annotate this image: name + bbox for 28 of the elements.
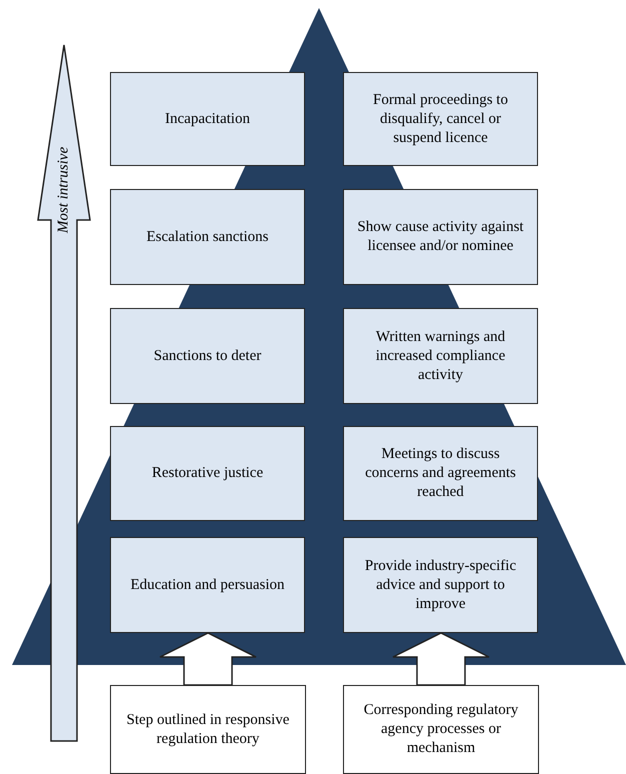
box-text: Step outlined in responsive regulation theory <box>126 710 290 748</box>
text-box <box>110 426 305 521</box>
pyramid-shape <box>12 8 626 665</box>
text-box <box>110 537 305 633</box>
text-box <box>343 189 538 285</box>
text-box <box>343 685 539 774</box>
box-text: Sanctions to deter <box>154 346 262 366</box>
block-arrow <box>392 632 490 686</box>
box-text: Escalation sanctions <box>146 228 269 246</box>
box-text: Show cause activity against licensee and/or nominee <box>356 218 525 256</box>
text-box <box>343 426 538 521</box>
text-box <box>343 308 538 404</box>
box-text: Meetings to discuss concerns and agreements reached <box>364 445 517 502</box>
box-text: Provide industry-specific advice and support to improve <box>364 556 518 614</box>
arrow-label: Most intrusive <box>56 146 72 234</box>
box-text: Incapacitation <box>165 110 250 128</box>
text-box <box>110 189 305 285</box>
box-text: Education and persuasion <box>130 576 285 594</box>
box-text: Corresponding regulatory agency processes or mechanism <box>362 701 520 758</box>
text-box <box>343 72 538 166</box>
text-box <box>110 72 305 166</box>
box-text: Formal proceedings to disqualify, cancel or suspend licence <box>372 90 509 148</box>
box-text: Written warnings and increased compliance activity <box>374 328 506 384</box>
text-box <box>110 308 305 404</box>
box-text: Restorative justice <box>152 464 264 483</box>
block-arrow <box>159 632 257 686</box>
text-box <box>343 537 538 633</box>
text-box <box>110 685 306 774</box>
